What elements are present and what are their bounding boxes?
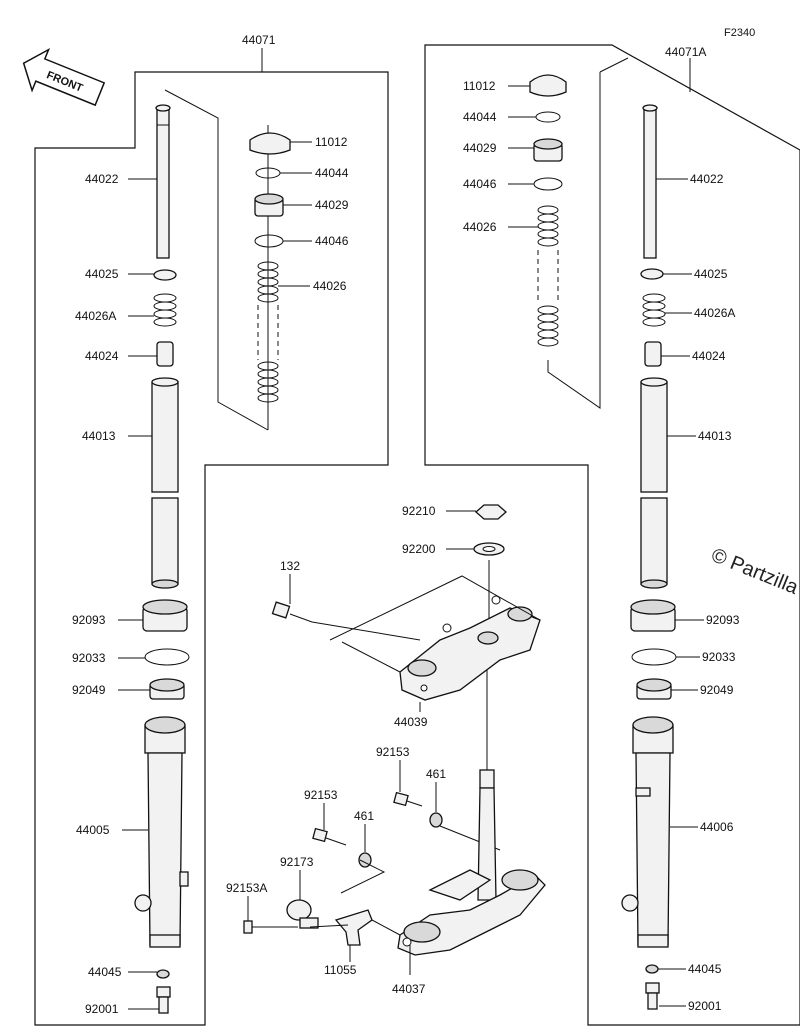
label-44044-left: 44044	[315, 166, 349, 180]
bracket-bolt-92153-a	[393, 791, 423, 807]
label-44046-right: 44046	[463, 177, 497, 191]
right-fork-spring	[537, 205, 559, 347]
right-top-cap	[529, 74, 567, 97]
right-oring-44046	[533, 177, 563, 191]
left-drain-bolt	[156, 986, 171, 1014]
label-44006: 44006	[700, 820, 734, 834]
clamp-bolt-132	[271, 601, 313, 623]
left-fork-frame	[34, 71, 389, 1026]
label-44025-right: 44025	[694, 267, 728, 281]
label-92093-right: 92093	[706, 613, 740, 627]
right-oring-44044	[535, 111, 561, 123]
collar-461-a	[429, 812, 443, 828]
clamp-bolt-92153a	[243, 920, 298, 934]
label-44045-right: 44045	[688, 962, 722, 976]
left-spring-seat	[254, 193, 284, 217]
left-top-cap	[249, 132, 291, 155]
label-44013-left: 44013	[82, 429, 116, 443]
right-rebound-spring	[642, 293, 666, 327]
label-44026-right: 44026	[463, 220, 497, 234]
label-44071a: 44071A	[665, 45, 706, 59]
label-92200: 92200	[402, 542, 436, 556]
label-44024-right: 44024	[692, 349, 726, 363]
right-oil-lock-piece	[644, 341, 662, 367]
label-44039: 44039	[394, 715, 428, 729]
right-fork-frame	[424, 44, 800, 1026]
upper-bracket	[399, 595, 541, 701]
label-11055: 11055	[324, 963, 357, 977]
label-92093-left: 92093	[72, 613, 106, 627]
hose-clamp	[286, 899, 319, 929]
right-circlip	[631, 648, 677, 666]
left-dust-seal	[142, 599, 188, 632]
left-circlip	[144, 648, 190, 666]
label-132: 132	[280, 559, 300, 573]
label-461-upper: 461	[426, 767, 446, 781]
left-damper-rod	[155, 104, 171, 259]
label-44013-right: 44013	[698, 429, 732, 443]
right-outer-tube	[621, 716, 674, 948]
left-inner-tube	[151, 377, 179, 589]
label-44071: 44071	[242, 33, 276, 47]
right-damper-rod	[642, 104, 658, 259]
label-44024-left: 44024	[85, 349, 119, 363]
label-92153-upper: 92153	[376, 745, 410, 759]
right-spring-seat	[533, 138, 563, 162]
label-44026a-right: 44026A	[694, 306, 735, 320]
right-drain-bolt	[645, 982, 660, 1010]
label-44029-left: 44029	[315, 198, 349, 212]
bracket-plate-11055	[334, 909, 373, 946]
label-92049-right: 92049	[700, 683, 734, 697]
label-92001-right: 92001	[688, 999, 722, 1013]
stem-nut	[475, 504, 507, 520]
right-oil-seal	[636, 678, 672, 700]
stem-lower-bracket	[397, 769, 546, 956]
label-92173: 92173	[280, 855, 314, 869]
right-gasket	[645, 964, 659, 974]
label-44044-right: 44044	[463, 110, 497, 124]
label-44029-right: 44029	[463, 141, 497, 155]
label-44037: 44037	[392, 982, 426, 996]
label-44026-left: 44026	[313, 279, 347, 293]
right-dust-seal	[630, 599, 676, 632]
left-oil-lock-piece	[156, 341, 174, 367]
label-92210: 92210	[402, 504, 436, 518]
label-44026a-left: 44026A	[75, 309, 116, 323]
label-92033-right: 92033	[702, 650, 736, 664]
label-92001-left: 92001	[85, 1002, 119, 1016]
left-outer-tube	[134, 716, 189, 948]
label-44025-left: 44025	[85, 267, 119, 281]
label-461-lower: 461	[354, 809, 374, 823]
left-fork-spring	[257, 261, 279, 403]
watermark: © Partzilla	[708, 544, 800, 599]
left-gasket	[156, 969, 170, 979]
label-11012-right: 11012	[463, 79, 496, 93]
figure-code: F2340	[724, 27, 755, 39]
left-oil-seal	[149, 678, 185, 700]
left-oring-44046	[254, 234, 284, 248]
label-44022-left: 44022	[85, 172, 119, 186]
bracket-bolt-92153-b	[312, 827, 347, 846]
label-44022-right: 44022	[690, 172, 724, 186]
label-44046-left: 44046	[315, 234, 349, 248]
label-92033-left: 92033	[72, 651, 106, 665]
label-11012-left: 11012	[315, 135, 348, 149]
right-inner-tube	[640, 377, 668, 589]
left-rebound-spring	[153, 293, 177, 327]
right-piston-ring	[640, 268, 664, 280]
left-piston-ring	[153, 269, 177, 281]
stem-washer	[473, 542, 505, 556]
front-arrow-icon: FRONT	[22, 47, 106, 107]
label-92153-lower: 92153	[304, 788, 338, 802]
label-44045-left: 44045	[88, 965, 122, 979]
label-44005: 44005	[76, 823, 110, 837]
label-92153a: 92153A	[226, 881, 267, 895]
label-92049-left: 92049	[72, 683, 106, 697]
